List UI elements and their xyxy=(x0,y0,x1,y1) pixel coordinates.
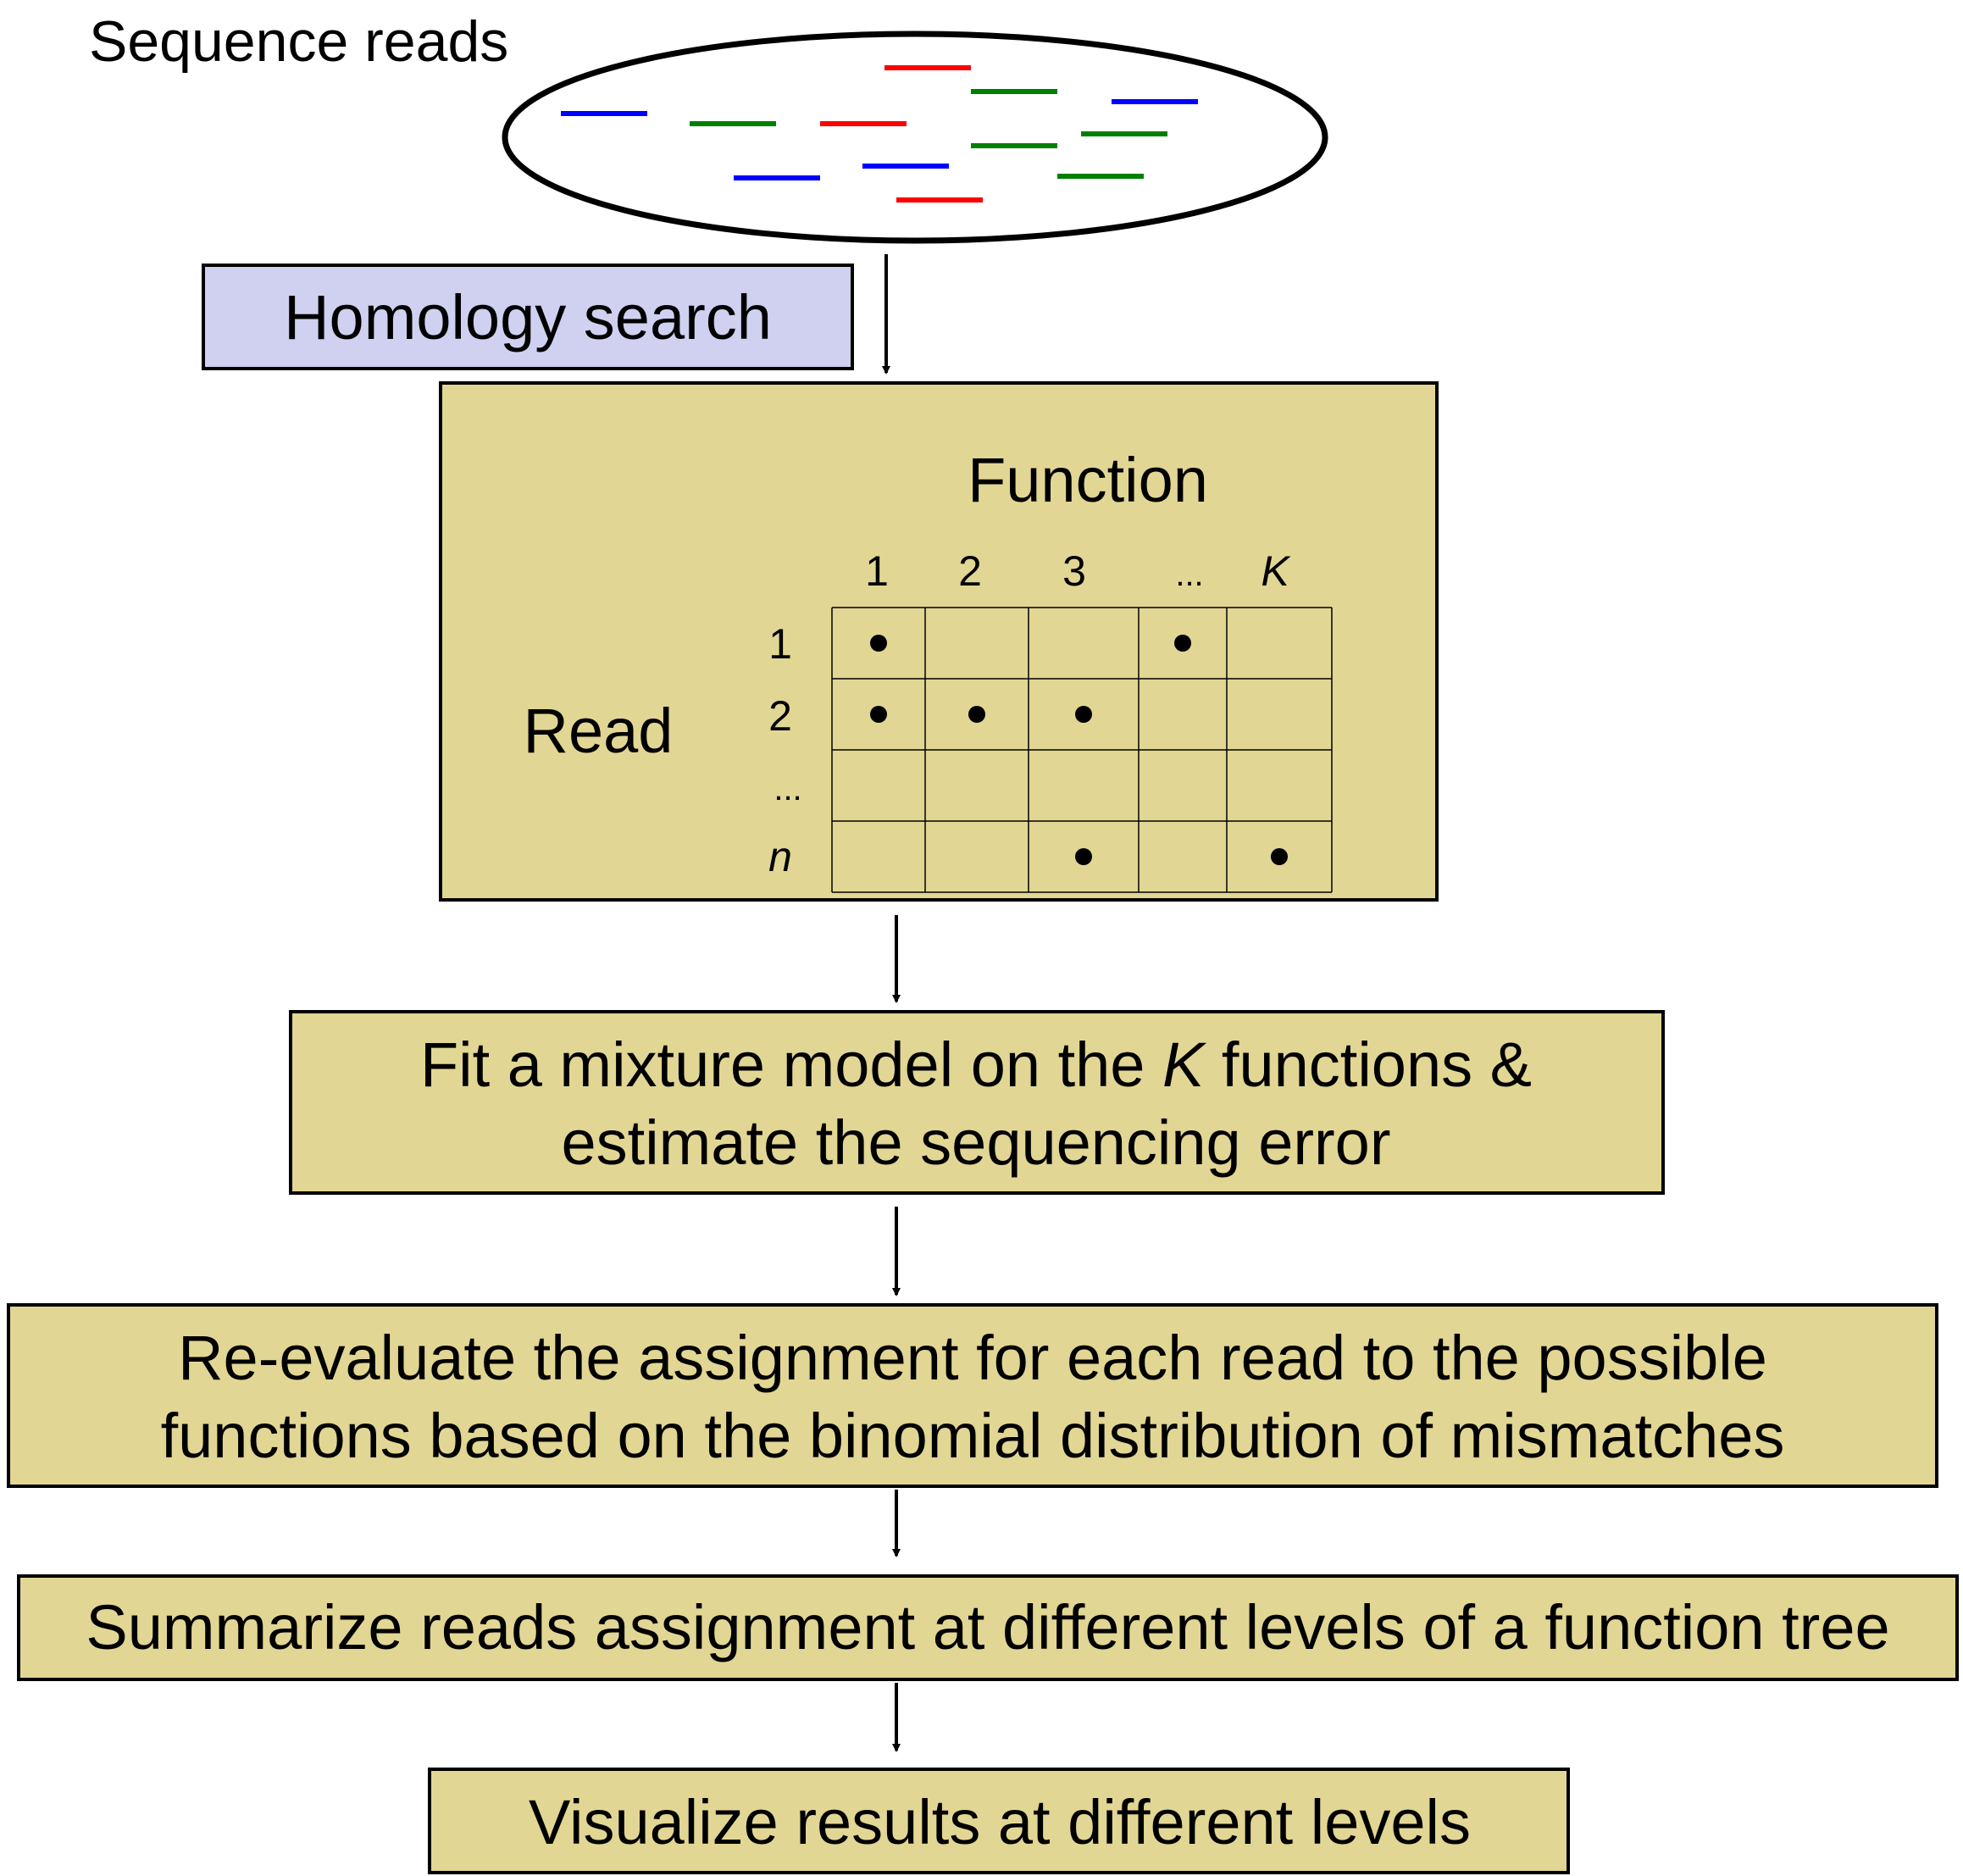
hit-dot xyxy=(968,706,985,723)
matrix-row-title: Read xyxy=(524,696,674,766)
fit-mixture-model-box xyxy=(289,1010,1665,1195)
column-label: 1 xyxy=(865,547,889,595)
hit-dot xyxy=(1075,848,1092,865)
matrix-grid xyxy=(831,607,1333,893)
hit-dot xyxy=(870,706,887,723)
row-label: 2 xyxy=(768,692,792,740)
row-labels: 1 2 ... n xyxy=(768,620,802,880)
column-label: 2 xyxy=(958,547,982,595)
reevaluate-assignment-box xyxy=(7,1303,1938,1488)
reevaluate-assignment-line1: Re-evaluate the assignment for each read… xyxy=(178,1323,1767,1393)
matrix-title: Function xyxy=(968,445,1208,515)
hit-dot xyxy=(1271,848,1288,865)
row-label: ... xyxy=(774,770,801,808)
hit-dot xyxy=(870,635,887,652)
fit-mixture-model-line2: estimate the sequencing error xyxy=(562,1107,1391,1178)
summarize-assignment-label: Summarize reads assignment at different … xyxy=(86,1592,1889,1662)
visualize-results-label: Visualize results at different levels xyxy=(529,1787,1471,1857)
read-segments xyxy=(561,65,1198,203)
matrix-panel xyxy=(439,381,1439,902)
summarize-assignment-box xyxy=(17,1574,1959,1681)
row-label: 1 xyxy=(768,620,792,668)
column-label: 3 xyxy=(1062,547,1086,595)
column-labels: 1 2 3 ... K xyxy=(865,547,1291,595)
fit-mixture-model-line1: Fit a mixture model on the K functions & xyxy=(420,1030,1532,1100)
column-label: K xyxy=(1261,547,1291,595)
hit-dot xyxy=(1075,706,1092,723)
row-label: n xyxy=(768,833,792,880)
reads-ellipse xyxy=(502,31,1328,244)
hit-dot xyxy=(1174,635,1191,652)
sequence-reads-title: Sequence reads xyxy=(89,9,508,74)
matrix-hits xyxy=(870,635,1288,865)
homology-search-label: Homology search xyxy=(284,282,772,352)
column-label: ... xyxy=(1175,556,1203,593)
visualize-results-box xyxy=(428,1768,1570,1874)
homology-search-box xyxy=(202,264,854,370)
reevaluate-assignment-line2: functions based on the binomial distribu… xyxy=(161,1401,1785,1471)
